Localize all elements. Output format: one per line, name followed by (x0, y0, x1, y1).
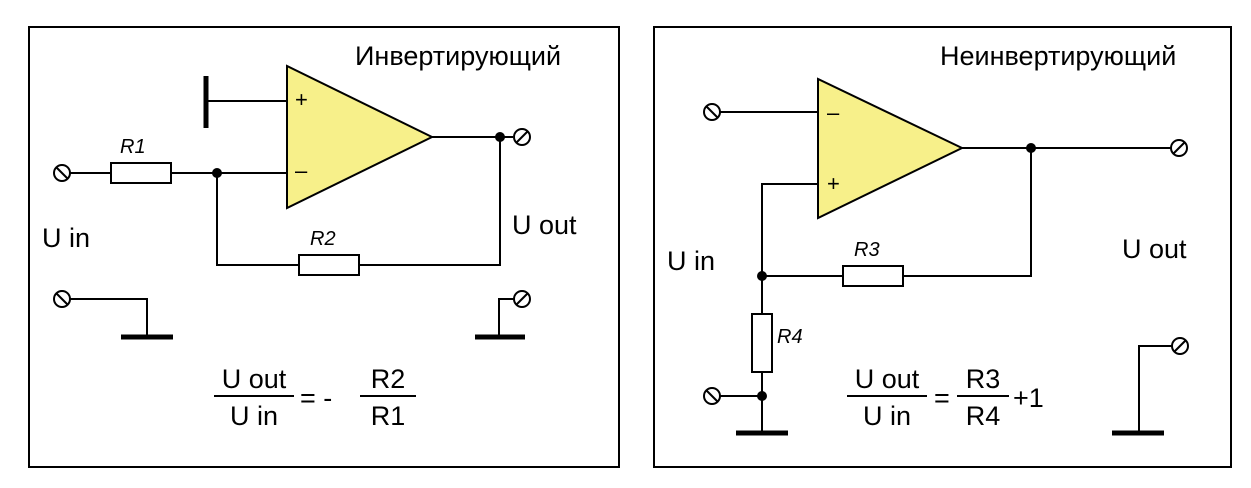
formula-denominator-uin: U in (230, 401, 278, 431)
opamp-minus-input-sign: – (827, 100, 840, 125)
panel-title: Неинвертирующий (940, 41, 1176, 71)
output-voltage-label: U out (512, 210, 577, 240)
gain-formula-noninverting: U out U in = R3 R4 +1 (847, 364, 1044, 431)
resistor-r3-label: R3 (854, 239, 880, 261)
terminal-circle-icon (1171, 337, 1189, 355)
formula-denominator-r1: R1 (371, 401, 406, 431)
feedback-wire-right (359, 137, 501, 266)
plus-input-wire (761, 183, 818, 314)
resistor-r1 (110, 162, 172, 184)
formula-numerator-uout: U out (855, 364, 920, 394)
resistor-r2-label: R2 (310, 228, 336, 250)
terminal-circle-icon (1170, 139, 1188, 157)
input-ground-wire (70, 298, 148, 336)
formula-numerator-r3: R3 (966, 364, 1001, 394)
resistor-r4-label: R4 (777, 326, 803, 348)
resistor-r2 (298, 254, 360, 276)
panel-inverting: Инвертирующий + – R1 R2 U in U out (28, 26, 620, 468)
terminal-circle-icon (513, 128, 531, 146)
terminal-circle-icon (53, 164, 71, 182)
gain-formula-inverting: U out U in = - R2 R1 (214, 364, 416, 431)
input-voltage-label: U in (42, 223, 90, 253)
panel-title: Инвертирующий (355, 41, 561, 71)
feedback-wire-right (903, 148, 1032, 277)
panel-noninverting: Неинвертирующий – + R4 R3 U (653, 26, 1232, 468)
formula-equals: = (934, 383, 950, 413)
resistor-r3 (842, 265, 904, 287)
output-ground-wire (1138, 345, 1172, 432)
feedback-wire-left (216, 173, 299, 266)
formula-numerator-r2: R2 (371, 364, 406, 394)
resistor-r4 (751, 313, 773, 373)
terminal-circle-icon (703, 387, 721, 405)
output-voltage-label: U out (1122, 234, 1187, 264)
opamp-triangle (817, 77, 965, 220)
terminal-circle-icon (53, 290, 71, 308)
formula-numerator-uout: U out (222, 364, 287, 394)
opamp-plus-input-sign: + (827, 171, 840, 196)
opamp-minus-input-sign: – (295, 158, 308, 183)
junction-dot-icon (1026, 143, 1036, 153)
resistor-r1-label: R1 (120, 136, 146, 158)
junction-dot-icon (495, 132, 505, 142)
input-voltage-label: U in (667, 246, 715, 276)
terminal-circle-icon (703, 103, 721, 121)
formula-denominator-uin: U in (863, 401, 911, 431)
formula-plus-one: +1 (1013, 383, 1044, 413)
opamp-triangle (286, 64, 435, 210)
terminal-circle-icon (513, 290, 531, 308)
output-ground-wire (498, 298, 514, 336)
panel-frame-noninverting (653, 26, 1232, 468)
formula-denominator-r4: R4 (966, 401, 1001, 431)
formula-equals-minus: = - (300, 383, 332, 413)
opamp-plus-input-sign: + (295, 87, 308, 112)
